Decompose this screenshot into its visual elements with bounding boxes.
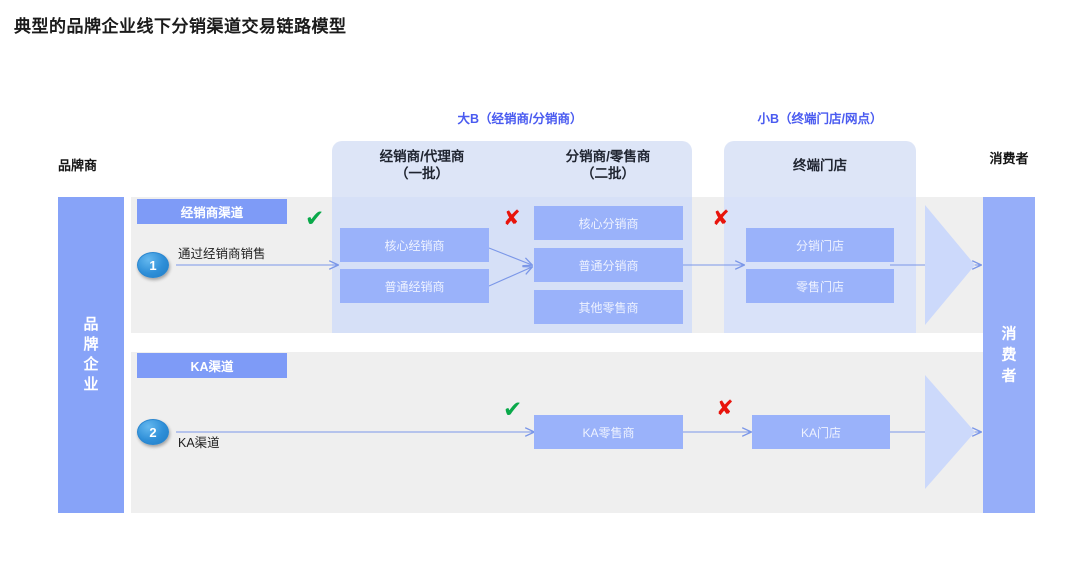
channel-chip-dealer-label: 经销商渠道 — [180, 206, 244, 220]
node-ka-store[interactable]: KA门店 — [752, 415, 890, 449]
page-title: 典型的品牌企业线下分销渠道交易链路模型 — [14, 17, 347, 36]
stage-title-terminal: 终端门店 — [793, 158, 847, 173]
stage-title-distributor: 分销商/零售商 （二批） — [528, 148, 688, 182]
node-core-distributor[interactable]: 核心分销商 — [534, 206, 683, 240]
node-distribution-store[interactable]: 分销门店 — [746, 228, 894, 262]
node-ka-retailer[interactable]: KA零售商 — [534, 415, 683, 449]
step-badge-1-label: 1 — [149, 257, 157, 273]
stage-overlay-small-b-foot — [724, 325, 916, 333]
channel-chip-ka[interactable]: KA渠道 — [137, 353, 287, 378]
node-ka-store-label: KA门店 — [800, 425, 841, 440]
brand-enterprise-column: 品牌企业 — [58, 197, 124, 513]
stage-overlay-small-b — [724, 197, 916, 333]
consumer-column: 消费者 — [983, 197, 1035, 513]
step-badge-1[interactable]: 1 — [137, 252, 169, 278]
stage-overlay-big-b-foot — [332, 325, 692, 333]
group-caption-small-b: 小B（终端门店/网点） — [757, 112, 883, 126]
node-other-retailer-label: 其他零售商 — [578, 300, 639, 315]
mark-check-dealer-entry: ✔ — [305, 205, 325, 231]
column-head-brand: 品牌商 — [58, 158, 98, 173]
stage-title-dealer-line1: 经销商/代理商 — [379, 149, 465, 164]
node-core-dealer[interactable]: 核心经销商 — [340, 228, 489, 262]
channel-chip-ka-label: KA渠道 — [190, 360, 234, 374]
stage-title-distributor-line1: 分销商/零售商 — [565, 149, 651, 164]
brand-enterprise-label: 品牌企业 — [83, 316, 99, 393]
node-normal-dealer[interactable]: 普通经销商 — [340, 269, 489, 303]
node-normal-distributor-label: 普通分销商 — [578, 258, 639, 273]
node-retail-store-label: 零售门店 — [795, 279, 844, 294]
mark-cross-ka-to-store: ✘ — [716, 397, 734, 420]
node-other-retailer[interactable]: 其他零售商 — [534, 290, 683, 324]
channel-chip-dealer[interactable]: 经销商渠道 — [137, 199, 287, 224]
group-caption-big-b: 大B（经销商/分销商） — [457, 112, 583, 126]
mark-check-ka-entry: ✔ — [503, 396, 523, 422]
node-core-distributor-label: 核心分销商 — [578, 216, 639, 231]
node-ka-retailer-label: KA零售商 — [582, 425, 635, 440]
mark-cross-distributor-to-store: ✘ — [712, 207, 730, 230]
node-normal-dealer-label: 普通经销商 — [384, 279, 445, 294]
stage-title-distributor-line2: （二批） — [581, 166, 635, 181]
stage-title-dealer-line2: （一批） — [395, 166, 449, 181]
column-head-consumer: 消费者 — [989, 151, 1029, 166]
node-normal-distributor[interactable]: 普通分销商 — [534, 248, 683, 282]
node-retail-store[interactable]: 零售门店 — [746, 269, 894, 303]
node-core-dealer-label: 核心经销商 — [384, 238, 445, 253]
flow-label-dealer: 通过经销商销售 — [178, 247, 266, 261]
mark-cross-dealer-to-distributor: ✘ — [503, 207, 521, 230]
node-distribution-store-label: 分销门店 — [795, 238, 844, 253]
step-badge-2-label: 2 — [149, 424, 157, 440]
step-badge-2[interactable]: 2 — [137, 419, 169, 445]
flow-label-ka: KA渠道 — [178, 436, 220, 450]
consumer-column-label: 消费者 — [1001, 325, 1017, 385]
stage-title-dealer: 经销商/代理商 （一批） — [342, 148, 502, 182]
